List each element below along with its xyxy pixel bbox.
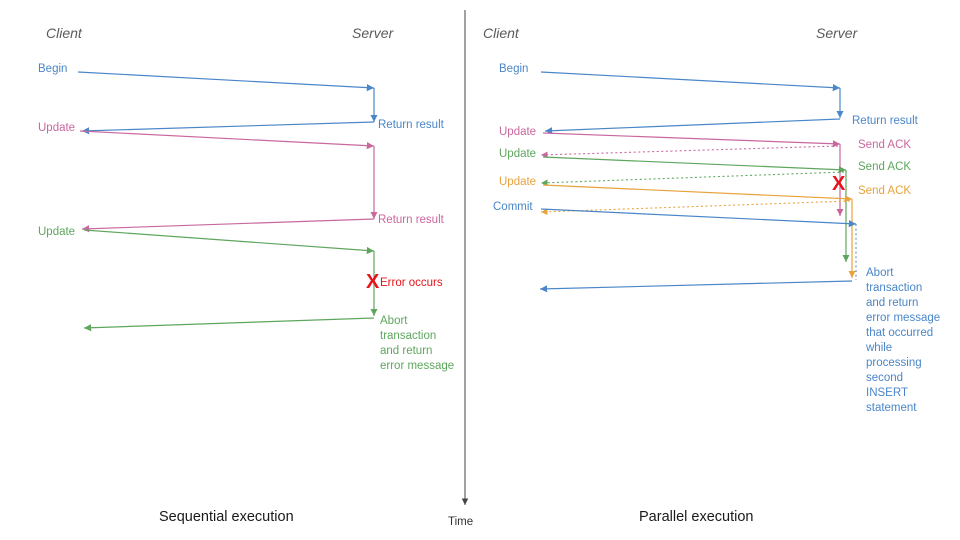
arrow-update-2-parallel [542, 156, 847, 174]
arrow-return-result-pink [81, 218, 375, 233]
abort-note-line-1: Abort [380, 315, 408, 327]
arrow-send-ack-orange [540, 200, 851, 216]
client-label-begin-parallel: Begin [499, 63, 528, 75]
message-update-2-parallel [540, 156, 850, 262]
abort-note-parallel-line-9: INSERT [866, 387, 908, 399]
abort-note-parallel-line-2: transaction [866, 282, 922, 294]
client-label-begin: Begin [38, 63, 67, 75]
server-label-return-result-1: Return result [378, 119, 445, 131]
message-update-3-parallel [540, 184, 853, 268]
message-begin [77, 71, 378, 135]
lane-title-server-parallel: Server [816, 25, 859, 41]
abort-note-line-2: transaction [380, 330, 436, 342]
abort-note-parallel-line-6: while [865, 342, 892, 354]
arrow-update-3-parallel [542, 184, 853, 203]
server-label-send-ack-2: Send ACK [858, 161, 911, 173]
arrow-begin-parallel [540, 71, 841, 92]
caption-sequential: Sequential execution [159, 509, 294, 525]
arrow-update-1-parallel [542, 132, 841, 148]
time-axis-label: Time [448, 516, 473, 528]
arrow-commit-parallel [540, 208, 857, 228]
message-update-1 [79, 130, 378, 233]
client-label-update-2-parallel: Update [499, 148, 536, 160]
message-begin-parallel [540, 71, 844, 135]
arrow-send-ack-pink [540, 145, 839, 159]
arrow-abort-return-green [83, 317, 375, 332]
message-commit-parallel [539, 208, 857, 293]
arrow-send-ack-green [540, 171, 845, 187]
server-label-send-ack-3: Send ACK [858, 185, 911, 197]
error-x-icon: X [366, 271, 380, 293]
error-x-icon-parallel: X [832, 173, 846, 195]
panel-sequential: Client Server Return result Begin Update… [38, 25, 454, 525]
caption-parallel: Parallel execution [639, 509, 753, 525]
panel-parallel: Client Server Return result Begin Update… [483, 25, 940, 525]
server-label-return-result-parallel: Return result [852, 115, 919, 127]
arrow-begin [77, 71, 375, 92]
arrow-update-2 [83, 229, 375, 255]
arrow-return-result-blue-parallel [544, 118, 841, 135]
arrow-abort-return-blue [539, 280, 853, 293]
server-label-error-occurs: Error occurs [380, 277, 443, 289]
lane-title-client: Client [46, 25, 83, 41]
abort-note-parallel-line-10: statement [866, 402, 917, 414]
lane-title-server: Server [352, 25, 395, 41]
server-label-send-ack-1: Send ACK [858, 139, 911, 151]
abort-note-parallel-line-8: second [866, 372, 903, 384]
arrow-return-result-blue [81, 121, 375, 135]
abort-note-parallel: Abort transaction and return error messa… [865, 267, 940, 414]
client-label-update-1-parallel: Update [499, 126, 536, 138]
abort-note-line-3: and return [380, 345, 432, 357]
message-update-2 [83, 229, 378, 332]
client-label-update-2: Update [38, 226, 75, 238]
server-label-return-result-2: Return result [378, 214, 445, 226]
abort-note-parallel-line-7: processing [866, 357, 922, 369]
abort-note-parallel-line-1: Abort [866, 267, 894, 279]
lane-title-client-parallel: Client [483, 25, 520, 41]
abort-note-parallel-line-3: and return [866, 297, 918, 309]
client-label-update-1: Update [38, 122, 75, 134]
client-label-update-3-parallel: Update [499, 176, 536, 188]
abort-note-sequential: Abort transaction and return error messa… [380, 315, 454, 372]
abort-note-parallel-line-4: error message [866, 312, 940, 324]
abort-note-parallel-line-5: that occurred [866, 327, 933, 339]
message-update-1-parallel [540, 132, 844, 216]
client-label-commit-parallel: Commit [493, 201, 533, 213]
abort-note-line-4: error message [380, 360, 454, 372]
arrow-update-1 [79, 130, 375, 150]
